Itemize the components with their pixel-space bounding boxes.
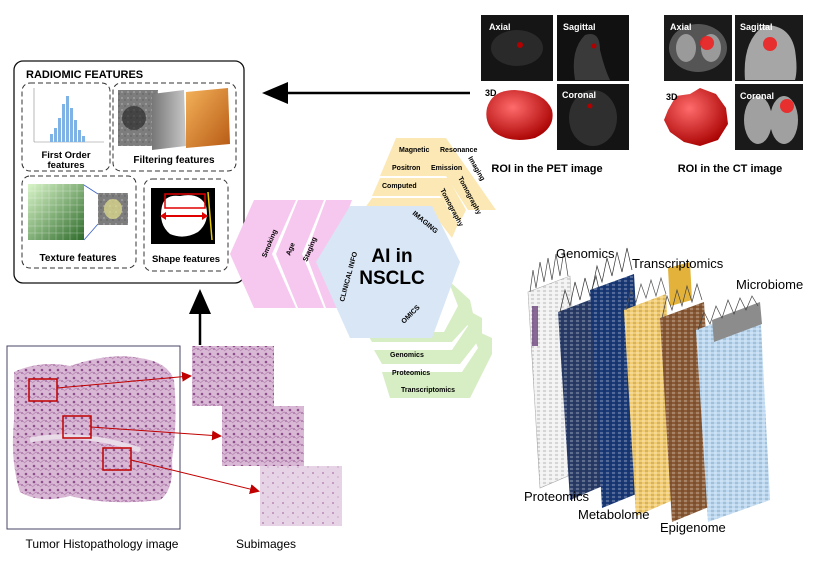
texture-features-box: Texture features: [21, 175, 137, 269]
imaging-item-2: Resonance: [440, 147, 477, 154]
subimages-caption: Subimages: [236, 537, 296, 551]
omics-band: [366, 280, 492, 398]
ct-caption: ROI in the CT image: [678, 163, 783, 175]
pet-axial-label: Axial: [489, 22, 511, 32]
log-filter-image: [186, 88, 230, 148]
pet-caption: ROI in the PET image: [491, 163, 602, 175]
imaging-item-1: Magnetic: [399, 147, 429, 154]
arrow-histo-to-radiomics: [189, 289, 211, 345]
first-order-features-box: First Order features: [21, 82, 111, 172]
filtering-features-box: Filtering features: [112, 82, 237, 172]
ct-3d-label: 3D: [666, 92, 678, 102]
imaging-item-7: Computed: [382, 183, 417, 190]
pet-3d-tumor-icon: [486, 90, 553, 140]
center-hexagon: [316, 206, 460, 338]
radiomic-features-title: RADIOMIC FEATURES: [26, 69, 143, 81]
tissue-slide-image: [12, 356, 176, 503]
first-order-label: First Order: [41, 150, 90, 161]
pet-coronal-label: Coronal: [562, 90, 596, 100]
radiomic-features-panel: RADIOMIC FEATURES First Order features: [13, 60, 245, 284]
microbiome-layer-label: Microbiome: [736, 277, 803, 292]
center-title-line2: NSCLC: [359, 268, 425, 289]
shape-features-box: Shape features: [143, 178, 229, 272]
omics-layers-stack: Genomics Transcriptomics Microbiome Prot…: [524, 246, 803, 535]
ct-axial-label: Axial: [670, 22, 692, 32]
pet-3d-label: 3D: [485, 88, 497, 98]
shape-label: Shape features: [152, 254, 220, 265]
histogram-icon: [50, 96, 85, 142]
microbiome-layer: [696, 295, 770, 522]
arrow-to-radiomics: [262, 82, 470, 104]
wavelet-filter-image: [152, 90, 186, 150]
proteomics-layer-label: Proteomics: [524, 489, 590, 504]
ct-sagittal-label: Sagittal: [740, 22, 773, 32]
first-order-label-line2: features: [48, 160, 85, 171]
transcriptomics-layer-label: Transcriptomics: [632, 256, 724, 271]
clinical-item-2: Age: [285, 242, 296, 257]
omics-item-2: Proteomics: [392, 370, 430, 377]
filtering-label: Filtering features: [133, 155, 215, 166]
pet-roi-panel: Axial Sagittal 3D Coronal ROI in the PET…: [481, 15, 629, 175]
texture-label: Texture features: [39, 253, 117, 264]
genomics-layer-label: Genomics: [556, 246, 615, 261]
subimage-1: [192, 346, 274, 406]
metabolome-layer-label: Metabolome: [578, 507, 650, 522]
epigenome-layer-label: Epigenome: [660, 520, 726, 535]
subimage-3: [260, 466, 342, 526]
subimage-2: [222, 406, 304, 466]
pet-sagittal-label: Sagittal: [563, 22, 596, 32]
histopathology-panel: Tumor Histopathology image Subimages: [6, 345, 342, 551]
ct-roi-panel: Axial Sagittal 3D Coronal ROI in the CT …: [664, 15, 803, 175]
center-title-line1: AI in: [371, 246, 412, 267]
omics-item-3: Transcriptomics: [401, 387, 455, 394]
histopathology-caption: Tumor Histopathology image: [26, 537, 179, 551]
imaging-item-4: Positron: [392, 165, 420, 172]
roi-box-1: [28, 378, 58, 402]
ct-coronal-label: Coronal: [740, 91, 774, 101]
roi-box-3: [102, 447, 132, 471]
ai-nsclc-hexagon: AI in NSCLC IMAGING OMICS CLINICAL INFO …: [230, 138, 496, 398]
imaging-item-5: Emission: [431, 165, 462, 172]
ct-3d-tumor-icon: [664, 88, 728, 146]
omics-item-1: Genomics: [390, 352, 424, 359]
